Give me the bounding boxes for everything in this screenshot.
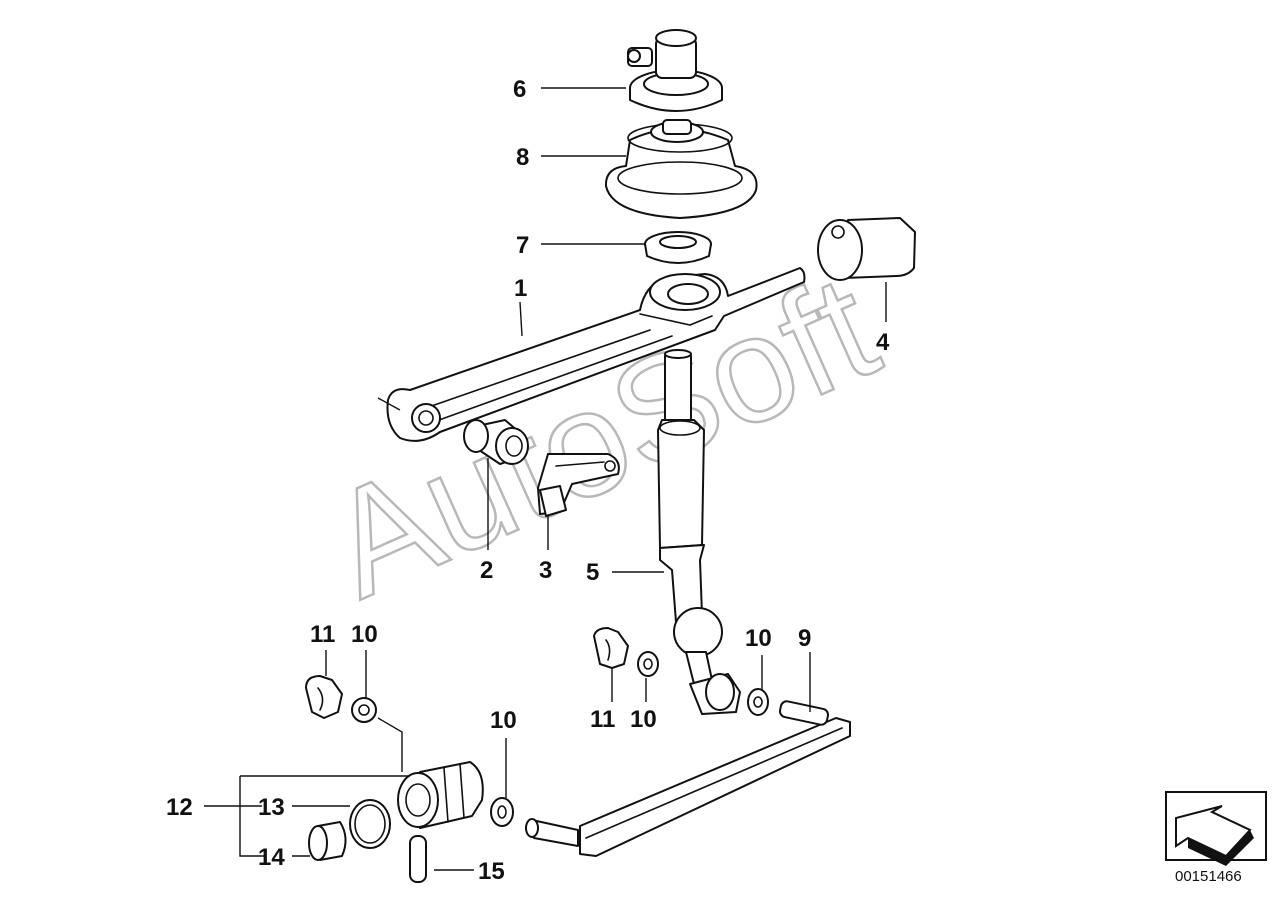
callout-14: 14 xyxy=(258,844,285,871)
part-13-retaining-ring xyxy=(349,799,391,849)
callout-15: 15 xyxy=(478,858,505,885)
callout-10-c: 10 xyxy=(351,621,378,648)
part-11-clip-right xyxy=(593,627,629,669)
part-10-washer-d xyxy=(490,797,514,827)
reference-number: 00151466 xyxy=(1175,868,1242,885)
callout-13: 13 xyxy=(258,794,285,821)
part-9-selector-rod xyxy=(525,700,851,857)
part-8-rubber-boot xyxy=(604,119,758,219)
part-6-clamp-ring xyxy=(627,29,723,112)
navigation-arrow-icon xyxy=(1165,791,1267,866)
callout-5: 5 xyxy=(586,559,599,586)
part-10-washer-c xyxy=(351,697,377,723)
callout-12: 12 xyxy=(166,794,193,821)
callout-8: 8 xyxy=(516,144,529,171)
part-14-cap xyxy=(308,821,347,861)
callout-9: 9 xyxy=(798,625,811,652)
callout-1: 1 xyxy=(514,275,527,302)
callout-4: 4 xyxy=(876,329,890,356)
part-7-bushing xyxy=(644,231,712,264)
callout-2: 2 xyxy=(480,557,493,584)
callout-6: 6 xyxy=(513,76,526,103)
part-10-washer-a xyxy=(637,651,659,677)
part-15-pin xyxy=(409,835,427,883)
callout-3: 3 xyxy=(539,557,552,584)
callout-10-d: 10 xyxy=(490,707,517,734)
leader-lines xyxy=(204,87,887,871)
part-10-washer-b xyxy=(747,688,769,716)
callout-11-a: 11 xyxy=(590,706,615,733)
rod-joint xyxy=(689,673,741,715)
part-4-damper xyxy=(817,217,916,281)
part-11-clip-left xyxy=(305,675,343,719)
part-3-bracket xyxy=(537,453,620,517)
callouts: 6 8 7 1 4 2 3 5 9 10 11 10 11 10 10 12 1… xyxy=(166,76,890,885)
part-1-shift-arm xyxy=(386,267,806,442)
part-5-shift-rod xyxy=(657,349,723,685)
part-12-joint-housing xyxy=(397,761,484,829)
callout-11-b: 11 xyxy=(310,621,335,648)
callout-7: 7 xyxy=(516,232,529,259)
watermark: AutoSoft xyxy=(305,242,899,630)
callout-10-b: 10 xyxy=(630,706,657,733)
part-2-pivot-bushing xyxy=(463,419,529,465)
callout-10-a: 10 xyxy=(745,625,772,652)
